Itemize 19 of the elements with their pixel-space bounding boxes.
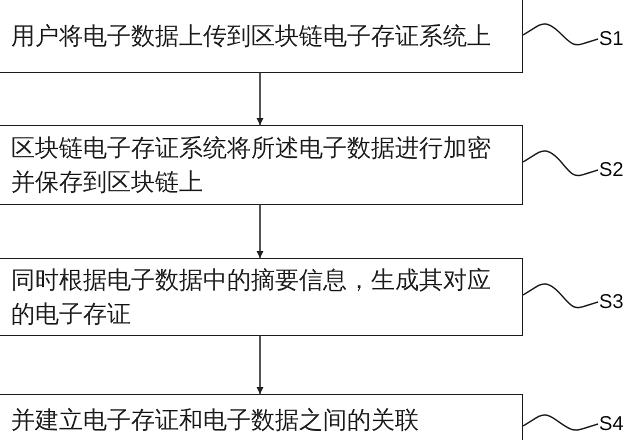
step-text: 同时根据电子数据中的摘要信息，生成其对应的电子存证	[11, 265, 492, 330]
arrow	[256, 336, 264, 394]
step-text: 区块链电子存证系统将所述电子数据进行加密并保存到区块链上	[11, 133, 492, 198]
step-number: S4	[599, 413, 624, 435]
arrow	[256, 73, 264, 125]
process-box	[0, 125, 523, 205]
step-number: S2	[599, 159, 624, 181]
process-box	[0, 394, 523, 440]
process-box	[0, 258, 523, 336]
arrow	[256, 205, 264, 258]
leader-line	[522, 414, 598, 431]
process-box	[0, 0, 523, 73]
step-text: 用户将电子数据上传到区块链电子存证系统上	[11, 20, 491, 52]
step-text: 并建立电子存证和电子数据之间的关联	[11, 405, 419, 436]
step-number: S1	[599, 28, 624, 50]
leader-line	[522, 283, 598, 308]
step-number: S3	[599, 291, 624, 313]
leader-line	[522, 23, 598, 46]
leader-line	[522, 150, 598, 176]
